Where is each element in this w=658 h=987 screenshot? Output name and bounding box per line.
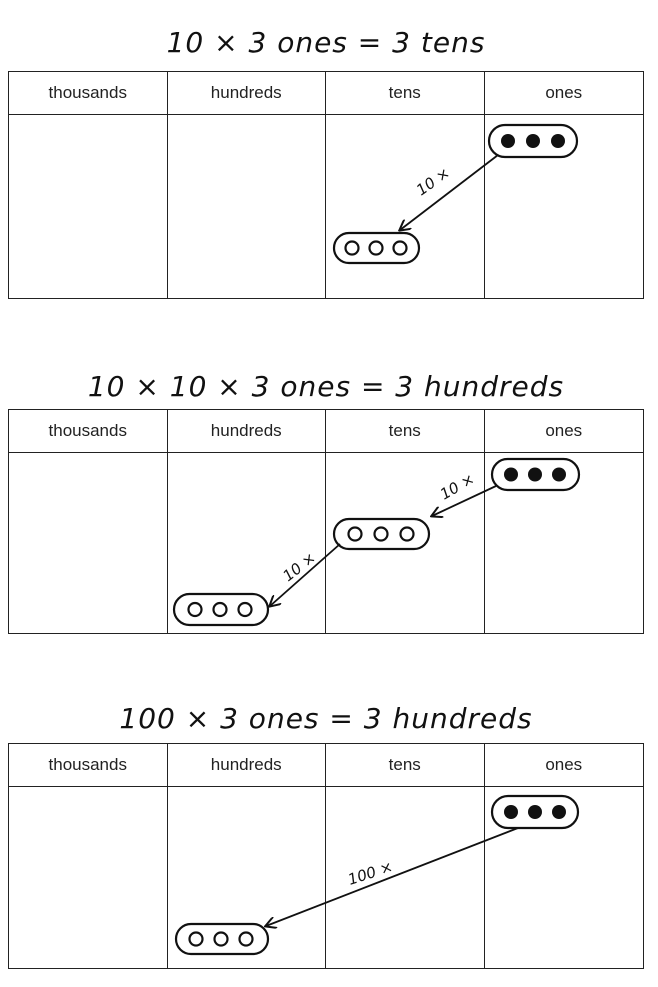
cell-ones [485, 115, 644, 298]
header-hundreds: hundreds [167, 72, 326, 115]
header-ones: ones [484, 744, 643, 787]
place-value-chart: thousands hundreds tens ones [8, 743, 644, 969]
cell-tens [326, 115, 485, 298]
header-thousands: thousands [9, 72, 168, 115]
header-ones: ones [484, 410, 643, 453]
header-hundreds: hundreds [167, 410, 326, 453]
panel-2: 10 × 10 × 3 ones = 3 hundreds thousands … [8, 336, 644, 636]
header-tens: tens [326, 72, 485, 115]
panel-title: 10 × 3 ones = 3 tens [166, 26, 486, 59]
cell-hundreds [168, 787, 326, 968]
cell-tens [326, 453, 485, 633]
panel-3: 100 × 3 ones = 3 hundreds thousands hund… [8, 672, 644, 972]
cell-tens [326, 787, 485, 968]
panel-title: 10 × 10 × 3 ones = 3 hundreds [87, 370, 565, 403]
place-value-chart: thousands hundreds tens ones [8, 409, 644, 634]
cell-thousands [9, 453, 168, 633]
cell-hundreds [168, 115, 326, 298]
header-thousands: thousands [9, 744, 168, 787]
header-ones: ones [484, 72, 643, 115]
panel-1: 10 × 3 ones = 3 tens thousands hundreds … [8, 0, 644, 300]
cell-thousands [9, 115, 168, 298]
cell-hundreds [168, 453, 326, 633]
header-tens: tens [326, 410, 485, 453]
header-tens: tens [326, 744, 485, 787]
cell-thousands [9, 787, 168, 968]
cell-ones [485, 787, 644, 968]
header-hundreds: hundreds [167, 744, 326, 787]
cell-ones [485, 453, 644, 633]
place-value-chart: thousands hundreds tens ones [8, 71, 644, 299]
header-thousands: thousands [9, 410, 168, 453]
panel-title: 100 × 3 ones = 3 hundreds [119, 702, 533, 735]
